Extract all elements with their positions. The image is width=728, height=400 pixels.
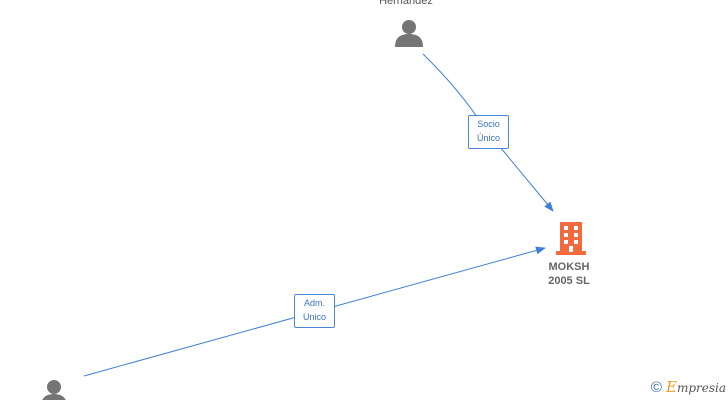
edge-label-adm-unico: Adm. Unico	[294, 294, 335, 328]
top-person-name[interactable]: Hernandez	[379, 0, 433, 7]
brand-logo: Empresia	[665, 378, 726, 396]
person-icon[interactable]	[394, 18, 424, 48]
building-icon[interactable]	[555, 220, 587, 256]
company-name-line2: 2005 SL	[548, 275, 590, 287]
company-name[interactable]: MOKSH 2005 SL	[534, 260, 604, 288]
edge-label-socio-unico: Socio Único	[468, 115, 509, 149]
company-name-line1: MOKSH	[548, 261, 590, 273]
copyright-icon: ©	[650, 378, 662, 396]
watermark: © Empresia	[651, 378, 726, 396]
person-icon[interactable]	[40, 378, 68, 400]
